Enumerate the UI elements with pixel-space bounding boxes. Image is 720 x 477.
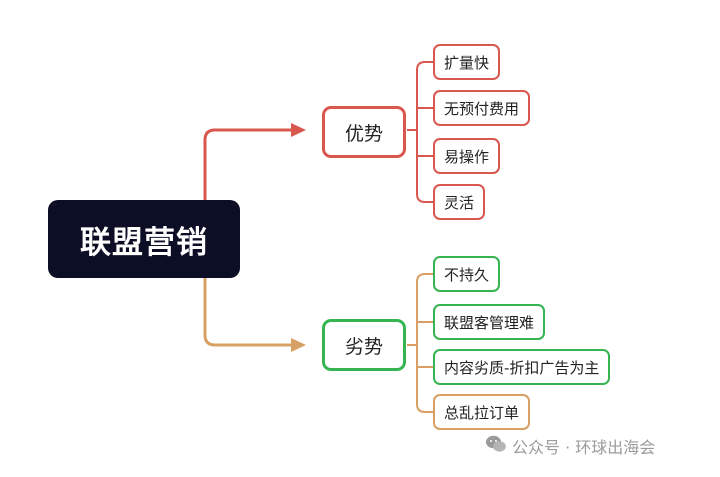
leaf-label: 联盟客管理难 [444, 313, 535, 332]
root-node: 联盟营销 [48, 200, 240, 278]
branch-disadvantages-label: 劣势 [344, 335, 383, 358]
branch-disadvantages: 劣势 [322, 319, 406, 371]
disadvantages-bracket [407, 273, 433, 413]
connector-root-advantages [203, 128, 292, 200]
root-label: 联盟营销 [80, 224, 208, 261]
watermark-text: 公众号 · 环球出海会 [512, 438, 656, 457]
leaf-label: 易操作 [444, 147, 490, 166]
wechat-icon [486, 435, 506, 452]
leaf-label: 扩量快 [444, 53, 490, 72]
leaf-disadvantage-2: 联盟客管理难 [433, 304, 546, 340]
leaf-advantage-4: 灵活 [433, 184, 486, 220]
leaf-advantage-3: 易操作 [433, 138, 501, 174]
leaf-label: 无预付费用 [444, 99, 520, 118]
leaf-advantage-1: 扩量快 [433, 44, 501, 80]
leaf-label: 不持久 [444, 265, 490, 284]
leaf-disadvantage-3: 内容劣质-折扣广告为主 [433, 349, 611, 385]
branch-advantages: 优势 [322, 106, 406, 158]
leaf-disadvantage-4: 总乱拉订单 [433, 394, 531, 430]
advantages-bracket [407, 61, 433, 203]
leaf-label: 总乱拉订单 [444, 403, 520, 422]
arrowhead-disadvantages [291, 338, 306, 352]
leaf-disadvantage-1: 不持久 [433, 256, 501, 292]
arrowhead-advantages [291, 123, 306, 137]
leaf-label: 灵活 [444, 193, 475, 212]
connector-root-disadvantages [203, 278, 292, 347]
branch-advantages-label: 优势 [344, 122, 383, 145]
leaf-advantage-2: 无预付费用 [433, 90, 531, 126]
leaf-label: 内容劣质-折扣广告为主 [444, 358, 600, 377]
